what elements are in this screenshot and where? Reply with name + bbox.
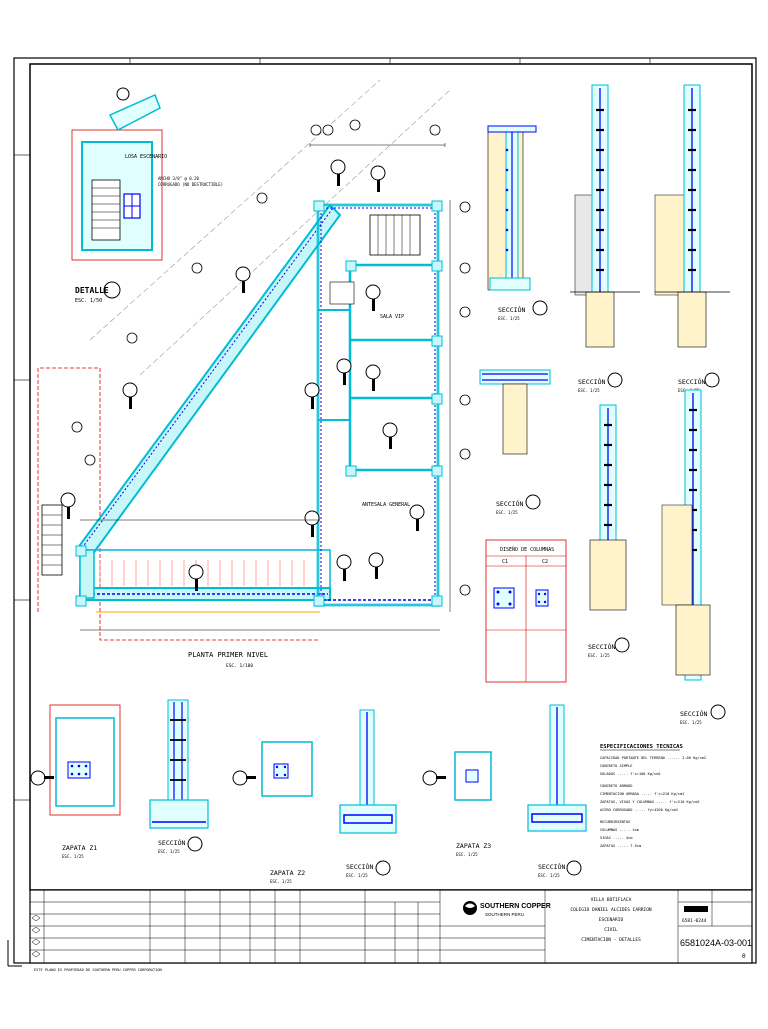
spec-line: SOLADOS ..... f'c=100 Kg/cm2 xyxy=(600,772,661,776)
zapata-z3-title: ZAPATA Z3 xyxy=(456,842,491,850)
section-3-scale: ESC. 1/25 xyxy=(578,388,600,393)
project-line: CIVIL xyxy=(604,927,618,933)
zapata-z2-scale: ESC. 1/25 xyxy=(270,879,292,884)
detail-title: DETALLE xyxy=(75,286,109,295)
losa-label: LOSA ESCENARIO xyxy=(125,154,167,160)
specs-block: ESPECIFICACIONES TECNICAS CAPACIDAD PORT… xyxy=(600,744,706,848)
spec-line: VIGAS ..... 4cm xyxy=(600,836,632,840)
col-c2-label: C2 xyxy=(542,559,548,565)
zapata-z2-section-scale: ESC. 1/25 xyxy=(346,873,368,878)
plan-title: PLANTA PRIMER NIVEL xyxy=(188,651,268,659)
project-line: CIMENTACION - DETALLES xyxy=(581,937,641,943)
zapata-z3-section-title: SECCIÓN xyxy=(538,862,565,871)
section-5-title: SECCIÓN xyxy=(588,642,615,651)
grid-bubbles xyxy=(71,119,471,596)
section-beam-scale: ESC. 1/25 xyxy=(496,510,518,515)
revision-number: 0 xyxy=(742,953,746,960)
zapata-z3-scale: ESC. 1/25 xyxy=(456,852,478,857)
footer-note: ESTE PLANO ES PROPIEDAD DE SOUTHERN PERU… xyxy=(34,968,162,972)
section-3-title: SECCIÓN xyxy=(578,377,605,386)
spec-line: CONCRETO ARMADO xyxy=(600,784,632,788)
specs-title: ESPECIFICACIONES TECNICAS xyxy=(600,744,683,750)
section-2-scale: ESC. 1/25 xyxy=(498,316,520,321)
columns-title: DISEÑO DE COLUMNAS xyxy=(500,546,554,553)
zapata-z1-section-scale: ESC. 1/25 xyxy=(158,849,180,854)
section-3: SECCIÓN ESC. 1/25 xyxy=(570,84,640,393)
section-4: SECCIÓN ESC. 1/25 xyxy=(654,84,730,393)
zapata-z3-section-scale: ESC. 1/25 xyxy=(538,873,560,878)
section-beam-title: SECCIÓN xyxy=(496,499,523,508)
section-5-scale: ESC. 1/25 xyxy=(588,653,610,658)
zapata-z3: ZAPATA Z3 ESC. 1/25 xyxy=(422,751,492,857)
note-ancho: ANCHO 3/8" @ 0.20 xyxy=(158,176,200,181)
plan-view: SALA VIP ANTESALA GENERAL PLANTA PRIMER … xyxy=(37,79,471,669)
note-corrugado: CORRUGADO (NO DESTRUCTIBLE) xyxy=(158,182,223,187)
drawing-number: 6581024A-03-001 xyxy=(680,938,752,948)
section-markers xyxy=(60,159,425,591)
col-c1-label: C1 xyxy=(502,559,508,565)
spec-line: RECUBRIMIENTOS xyxy=(600,820,630,824)
section-6: SECCIÓN ESC. 1/25 xyxy=(661,389,726,725)
zapata-z1-scale: ESC. 1/25 xyxy=(62,854,84,859)
sheet-number: 6581-0244 xyxy=(682,918,707,924)
zapata-z2-section: SECCIÓN ESC. 1/25 xyxy=(339,709,397,878)
spec-line: CAPACIDAD PORTANTE DEL TERRENO ...... 2.… xyxy=(600,756,706,760)
spec-line: COLUMNAS ..... 4cm xyxy=(600,828,639,832)
project-line: COLEGIO DANIEL ALCIDES CARRION xyxy=(570,907,652,913)
zapata-z2-section-title: SECCIÓN xyxy=(346,862,373,871)
zapata-z1-title: ZAPATA Z1 xyxy=(62,844,97,852)
section-5: SECCIÓN ESC. 1/25 xyxy=(588,404,630,658)
company-name: SOUTHERN COPPER xyxy=(480,903,551,910)
frame-ticks xyxy=(14,58,651,801)
zapata-z3-section: SECCIÓN ESC. 1/25 xyxy=(527,704,587,878)
section-2-title: SECCIÓN xyxy=(498,305,525,314)
section-beam: SECCIÓN ESC. 1/25 xyxy=(479,369,551,515)
section-4-title: SECCIÓN xyxy=(678,377,705,386)
project-line: VILLA BOTIFLACA xyxy=(591,897,632,903)
title-block: SOUTHERN COPPER SOUTHERN PERU VILLA BOTI… xyxy=(29,889,753,964)
zapata-z2-title: ZAPATA Z2 xyxy=(270,869,305,877)
section-2: SECCIÓN ESC. 1/25 xyxy=(487,125,548,321)
columns-table: DISEÑO DE COLUMNAS C1 C2 xyxy=(485,539,567,683)
zapata-z1-section-title: SECCIÓN xyxy=(158,838,185,847)
section-6-scale: ESC. 1/25 xyxy=(680,720,702,725)
spec-line: CONCRETO SIMPLE xyxy=(600,764,632,768)
company-sub: SOUTHERN PERU xyxy=(485,912,524,917)
spec-line: ZAPATAS, VIGAS Y COLUMNAS ..... f'c=210 … xyxy=(600,800,700,804)
zapata-z2: ZAPATA Z2 ESC. 1/25 xyxy=(232,741,313,884)
zapata-z1-section: SECCIÓN ESC. 1/25 xyxy=(149,699,209,854)
project-line: ESCENARIO xyxy=(599,917,624,923)
room-vip: SALA VIP xyxy=(380,314,404,320)
detail-view: DETALLE ESC. 1/50 LOSA ESCENARIO ANCHO 3… xyxy=(71,87,223,304)
detail-scale: ESC. 1/50 xyxy=(75,298,102,304)
spec-line: CIMENTACION ARMADA ..... f'c=210 Kg/cm2 xyxy=(600,792,684,796)
spec-line: ACERO CORRUGADO ..... fy=4200 Kg/cm2 xyxy=(600,808,678,812)
room-antesala: ANTESALA GENERAL xyxy=(362,502,410,508)
section-6-title: SECCIÓN xyxy=(680,709,707,718)
plan-scale: ESC. 1/100 xyxy=(226,663,253,669)
spec-line: ZAPATAS ..... 7.5cm xyxy=(600,844,641,848)
zapata-z1: ZAPATA Z1 ESC. 1/25 xyxy=(30,704,121,859)
